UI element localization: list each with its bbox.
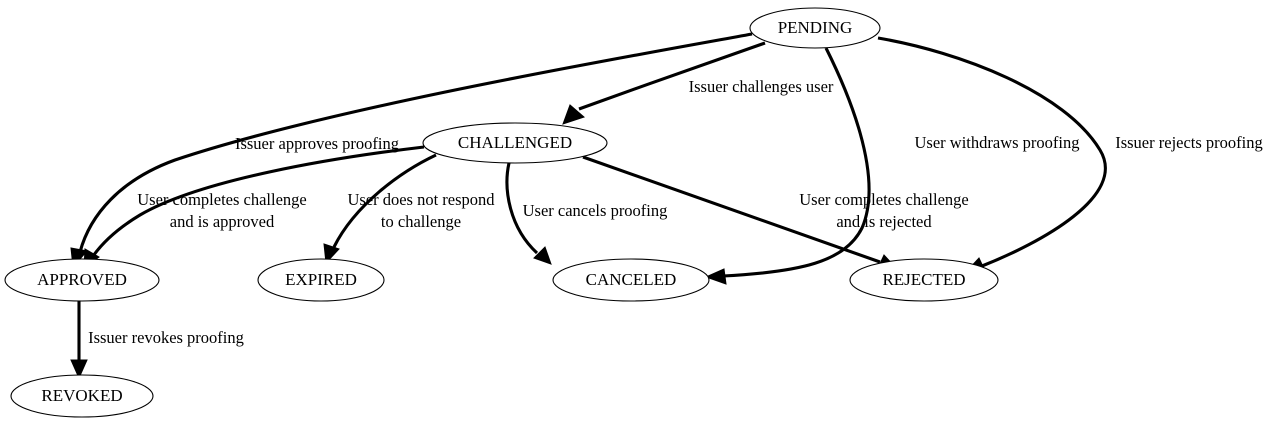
edge-challenged-to-rejected[interactable] [582,155,898,271]
edge-challenged-to-expired[interactable] [323,153,437,265]
edge-pending-to-canceled-hitarea[interactable] [723,48,869,276]
node-rejected[interactable]: REJECTED [849,258,999,302]
edge-challenged-to-expired-line [332,153,437,248]
edge-challenged-to-canceled[interactable] [505,162,552,265]
edge-label-pending-to-canceled: User withdraws proofing [915,133,1080,152]
edge-pending-to-rejected-line [877,36,1107,268]
node-revoked[interactable]: REVOKED [10,374,154,418]
edge-label-challenged-to-canceled: User cancels proofing [523,201,668,220]
node-pending-shape[interactable] [749,7,881,49]
node-expired-shape[interactable] [257,258,385,302]
edge-challenged-to-expired-hitarea[interactable] [334,155,436,247]
node-approved-shape[interactable] [4,258,160,302]
edge-label-challenged-to-approved-line2: and is approved [170,212,275,231]
edge-challenged-to-canceled-hitarea[interactable] [507,163,537,253]
edge-label-approved-to-revoked: Issuer revokes proofing [88,328,244,347]
edge-pending-to-rejected-hitarea[interactable] [878,38,1105,266]
edge-pending-to-approved-line [78,32,753,253]
edge-pending-to-challenged-arrowhead [562,104,585,125]
edge-challenged-to-approved[interactable] [83,145,425,270]
edge-label-pending-to-challenged: Issuer challenges user [689,77,834,96]
edge-pending-to-canceled[interactable] [704,47,871,285]
edge-challenged-to-rejected-line [582,155,881,264]
edge-challenged-to-rejected-hitarea[interactable] [583,157,880,262]
edge-pending-to-canceled-arrowhead [704,268,727,285]
node-revoked-shape[interactable] [10,374,154,418]
node-approved[interactable]: APPROVED [4,258,160,302]
node-canceled-shape[interactable] [552,258,710,302]
edge-pending-to-challenged[interactable] [562,41,766,125]
edge-label-challenged-to-rejected-line1: User completes challenge [799,190,969,209]
edge-label-challenged-to-expired-line2: to challenge [381,212,461,231]
edge-challenged-to-canceled-line [505,162,539,255]
edge-challenged-to-expired-arrowhead [323,243,340,265]
node-challenged-shape[interactable] [422,122,608,164]
node-challenged[interactable]: CHALLENGED [422,122,608,164]
edge-approved-to-revoked-arrowhead [70,359,88,380]
edge-label-challenged-to-rejected-line2: and is rejected [836,212,932,231]
node-canceled[interactable]: CANCELED [552,258,710,302]
node-rejected-shape[interactable] [849,258,999,302]
edge-challenged-to-canceled-arrowhead [533,246,552,265]
node-pending[interactable]: PENDING [749,7,881,49]
edge-approved-to-revoked[interactable] [70,301,88,380]
edge-challenged-to-approved-line [89,145,425,260]
edge-pending-to-rejected[interactable] [877,36,1107,274]
edge-pending-to-canceled-line [722,47,871,278]
node-expired[interactable]: EXPIRED [257,258,385,302]
edge-label-pending-to-rejected: Issuer rejects proofing [1115,133,1263,152]
edge-pending-to-challenged-line [578,41,766,111]
